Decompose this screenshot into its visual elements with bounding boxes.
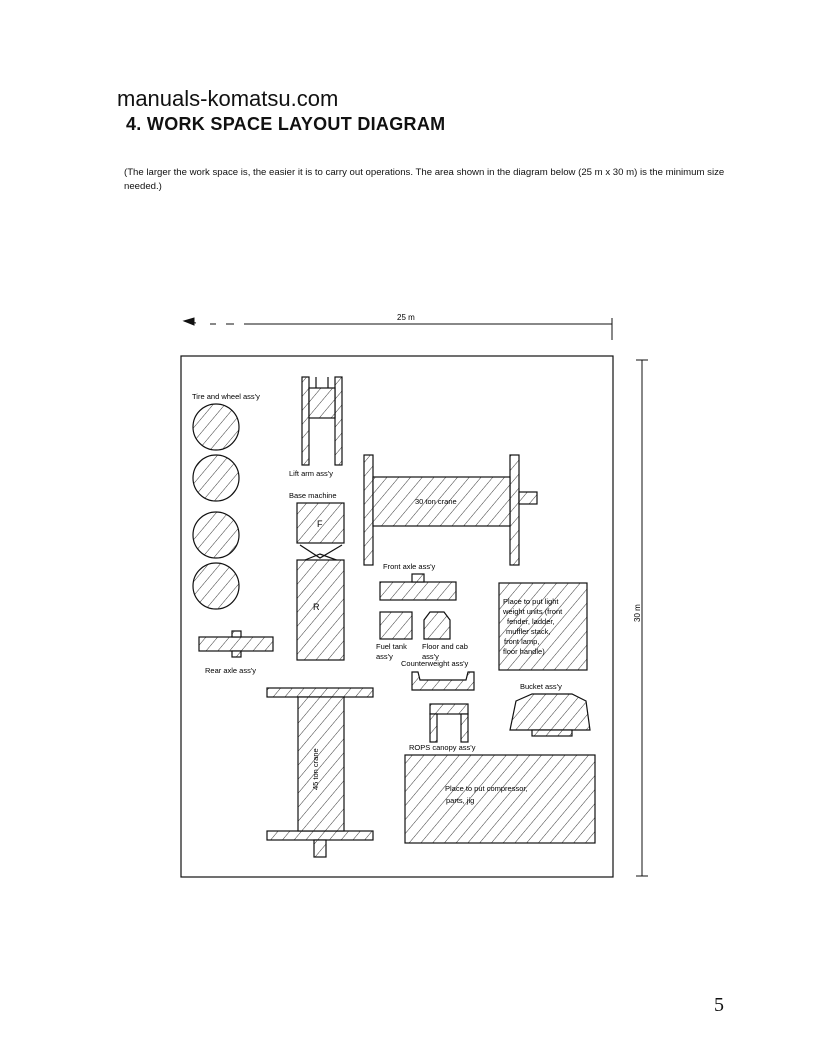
compressor-parts-area bbox=[404, 754, 596, 844]
compressor-label-2: parts, jig bbox=[446, 796, 474, 805]
rops-canopy-label: ROPS canopy ass'y bbox=[409, 743, 476, 752]
width-label: 25 m bbox=[397, 313, 415, 322]
floor-cab-label-2: ass'y bbox=[422, 652, 439, 661]
light-units-label-5: front lamp, bbox=[504, 637, 539, 646]
base-machine-label: Base machine bbox=[289, 491, 337, 500]
floor-cab-label-1: Floor and cab bbox=[422, 642, 468, 651]
bucket-assy bbox=[509, 693, 591, 737]
bucket-label: Bucket ass'y bbox=[520, 682, 562, 691]
intro-paragraph: (The larger the work space is, the easie… bbox=[124, 167, 725, 192]
rear-mark: R bbox=[313, 602, 320, 612]
light-units-label-6: floor handle) bbox=[503, 647, 545, 656]
front-mark: F bbox=[317, 519, 323, 529]
width-dimension bbox=[182, 317, 613, 340]
tire-1 bbox=[192, 403, 240, 451]
rear-axle-assy bbox=[198, 630, 274, 658]
tire-2 bbox=[192, 454, 240, 502]
crane-45-label: 45 ton crane bbox=[311, 748, 320, 790]
lift-arm-assy bbox=[301, 376, 343, 466]
compressor-label-1: Place to put compressor, bbox=[445, 784, 528, 793]
crane-30-label: 30 ton crane bbox=[415, 497, 457, 506]
tire-label: Tire and wheel ass'y bbox=[192, 392, 260, 401]
light-units-label-3: fender, ladder, bbox=[507, 617, 555, 626]
counterweight-label: Counterweight ass'y bbox=[401, 659, 469, 668]
crane-45-ton bbox=[266, 687, 374, 858]
height-label: 30 m bbox=[633, 604, 642, 622]
fuel-tank-label-2: ass'y bbox=[376, 652, 393, 661]
front-axle-assy bbox=[379, 573, 457, 601]
fuel-tank-label-1: Fuel tank bbox=[376, 642, 407, 651]
rops-canopy-assy bbox=[429, 703, 469, 743]
lift-arm-label: Lift arm ass'y bbox=[289, 469, 333, 478]
front-axle-label: Front axle ass'y bbox=[383, 562, 436, 571]
light-units-area bbox=[498, 582, 588, 671]
work-area-boundary bbox=[180, 355, 614, 878]
tire-3 bbox=[192, 511, 240, 559]
articulation-joint-lower bbox=[299, 553, 343, 563]
articulation-joint bbox=[299, 544, 343, 559]
rear-axle-label: Rear axle ass'y bbox=[205, 666, 256, 675]
watermark-text: manuals-komatsu.com bbox=[117, 86, 339, 111]
height-dimension bbox=[636, 359, 648, 877]
counterweight-assy bbox=[411, 671, 475, 691]
base-machine-rear bbox=[296, 559, 345, 661]
section-heading: 4. WORK SPACE LAYOUT DIAGRAM bbox=[126, 114, 446, 134]
tire-4 bbox=[192, 562, 240, 610]
fuel-tank-assy bbox=[379, 611, 413, 640]
floor-cab-assy bbox=[423, 611, 451, 640]
base-machine-front bbox=[296, 502, 345, 544]
light-units-label-4: muffler stack, bbox=[506, 627, 550, 636]
crane-30-ton bbox=[363, 454, 538, 566]
light-units-label-2: weight units (front bbox=[502, 607, 563, 616]
light-units-label-1: Place to put light bbox=[503, 597, 559, 606]
page-number: 5 bbox=[714, 994, 724, 1016]
